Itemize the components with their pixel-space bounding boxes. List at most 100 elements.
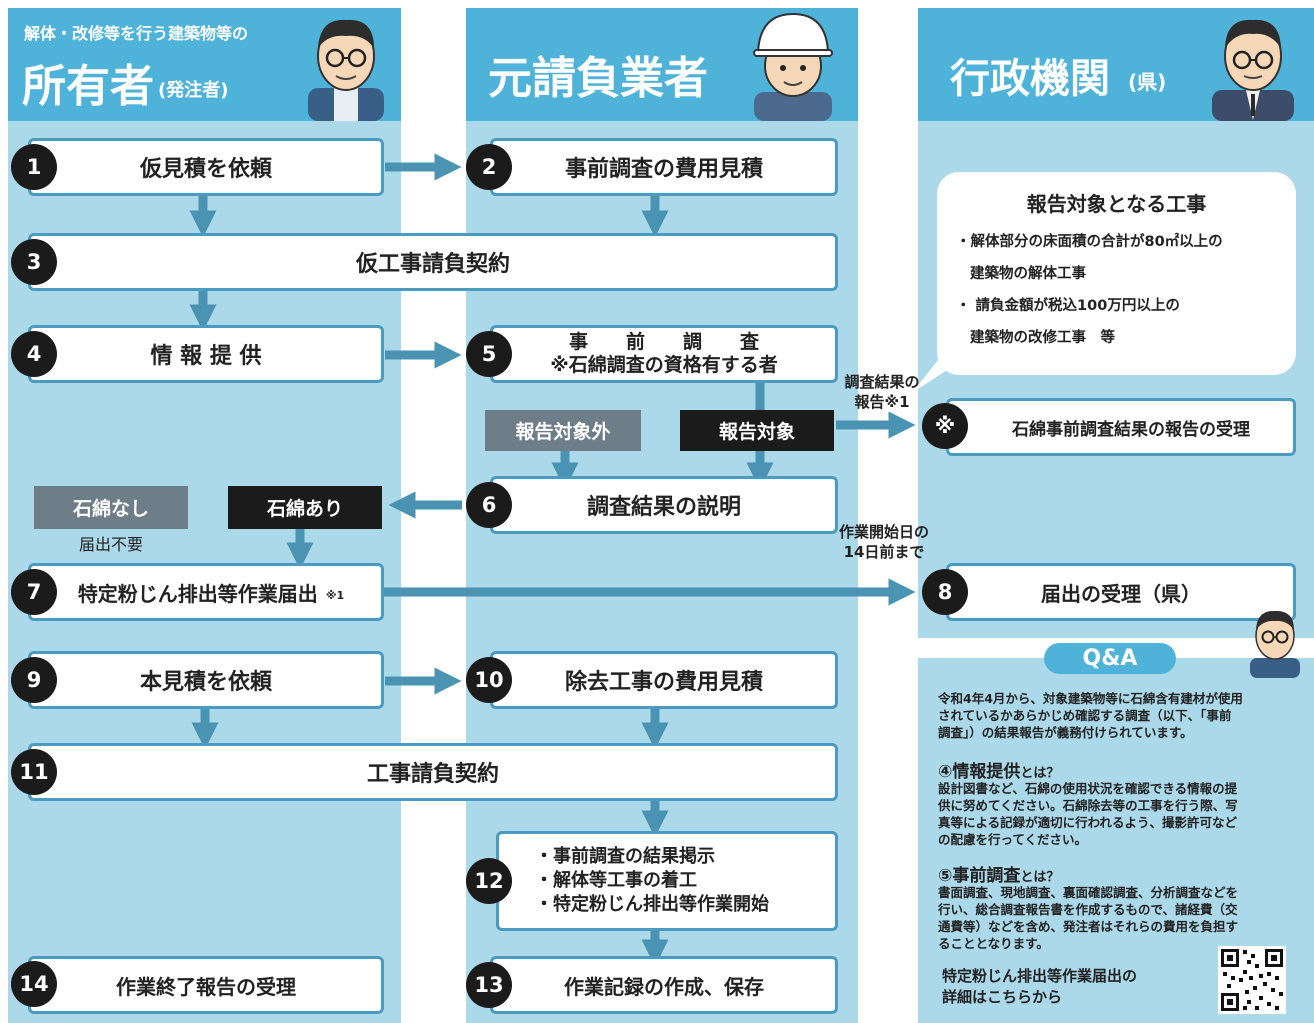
- step-5-qualification: ※石綿調査の資格有する者: [550, 354, 778, 376]
- qa-footer-line: 特定粉じん排出等作業届出の: [942, 967, 1138, 985]
- qa-intro-line: されているかあらかじめ確認する調査（以下、「事前: [938, 708, 1232, 723]
- step-8-label: 届出の受理（県）: [1041, 581, 1201, 606]
- qa-q4-line: 設計図書など、石綿の使用状況を確認できる情報の提: [938, 781, 1238, 796]
- report-receipt-label: 石綿事前調査結果の報告の受理: [1012, 419, 1250, 440]
- report-note-line: 報告※1: [854, 393, 910, 411]
- step-7-label: 特定粉じん排出等作業届出: [77, 581, 318, 606]
- qa-title: Q&A: [1082, 646, 1138, 671]
- step-12-item: ・解体等工事の着工: [535, 870, 697, 891]
- qa-avatar: [1250, 610, 1300, 678]
- step-8-number: 8: [922, 569, 968, 615]
- step-4-box: 情 報 提 供: [28, 325, 384, 383]
- step-2-number: 2: [466, 144, 512, 190]
- qr-code-icon[interactable]: [1218, 946, 1286, 1014]
- bubble-line: 建築物の改修工事 等: [970, 330, 1115, 346]
- qa-q5-line: 通費等）などを含め、発注者はそれらの費用を負担す: [938, 919, 1239, 934]
- qa-intro-line: 令和4年4月から、対象建築物等に石綿含有建材が使用: [938, 691, 1243, 706]
- qa-q5-line: 行い、総合調査報告書を作成するもので、諸経費（交: [938, 902, 1238, 917]
- step-5-title: 事 前 調 査: [568, 331, 759, 353]
- qa-q4-line: 真等による記録が適切に行われるよう、撮影許可など: [938, 815, 1238, 830]
- qa-q5-suffix: とは？: [1020, 870, 1060, 885]
- bubble-line: ・ 請負金額が税込100万円以上の: [956, 298, 1180, 314]
- step-14-box: 作業終了報告の受理: [28, 956, 384, 1014]
- bubble-line: 建築物の解体工事: [970, 266, 1086, 282]
- step-4-label: 情 報 提 供: [150, 344, 262, 369]
- deadline-note-line: 14日前まで: [843, 543, 925, 561]
- bubble-tail: [912, 355, 970, 393]
- report-target-bubble: [937, 172, 1296, 375]
- tag-not-report-target: 報告対象外: [485, 410, 641, 451]
- bubble-line: ・解体部分の床面積の合計が80㎡以上の: [956, 234, 1223, 250]
- step-9-box: 本見積を依頼: [28, 651, 384, 709]
- contractor-title: 元請負業者: [488, 53, 708, 104]
- step-6-label: 調査結果の説明: [586, 495, 741, 520]
- owner-avatar: [308, 19, 384, 121]
- step-14-label: 作業終了報告の受理: [116, 974, 296, 999]
- step-10-label: 除去工事の費用見積: [564, 670, 763, 695]
- qa-q5-line: ることとなります。: [938, 936, 1049, 951]
- qa-q4-heading: ④情報提供とは？: [938, 757, 1059, 782]
- step-10-box: 除去工事の費用見積: [490, 651, 838, 709]
- no-notice-text: 届出不要: [78, 535, 143, 554]
- step-1-number: 1: [11, 144, 57, 190]
- report-receipt-box: 石綿事前調査結果の報告の受理: [946, 398, 1296, 456]
- qa-q5-line: 書面調査、現地調査、裏面確認調査、分析調査などを: [938, 885, 1239, 900]
- step-11-label: 工事請負契約: [366, 762, 499, 787]
- step-5-number: 5: [466, 331, 512, 377]
- step-6-number: 6: [466, 482, 512, 528]
- gov-title: 行政機関: [950, 56, 1110, 102]
- step-2-box: 事前調査の費用見積: [490, 138, 838, 196]
- step-10-number: 10: [466, 657, 512, 703]
- qa-title-pill: Q&A: [1044, 643, 1176, 674]
- step-3-label: 仮工事請負契約: [355, 252, 510, 277]
- step-5-box: 事 前 調 査 ※石綿調査の資格有する者: [490, 325, 838, 383]
- deadline-note-line: 作業開始日の: [838, 523, 929, 541]
- step-9-label: 本見積を依頼: [139, 670, 272, 695]
- report-note-line: 調査結果の: [844, 373, 920, 391]
- report-receipt-mark: ※: [922, 403, 968, 449]
- owner-header: 解体・改修等を行う建築物等の 所有者 (発注者): [8, 8, 401, 121]
- owner-sub: (発注者): [158, 80, 229, 101]
- step-13-label: 作業記録の作成、保存: [564, 974, 764, 999]
- step-12-item: ・特定粉じん排出等作業開始: [535, 894, 769, 915]
- step-3-number: 3: [11, 239, 57, 285]
- qa-q5-title: ⑤事前調査: [938, 866, 1021, 886]
- contractor-header: 元請負業者: [466, 8, 858, 121]
- step-9-number: 9: [11, 657, 57, 703]
- official-avatar: [1212, 19, 1294, 121]
- step-7-note: ※1: [325, 588, 345, 602]
- bubble-title: 報告対象となる工事: [1026, 192, 1207, 216]
- step-6-box: 調査結果の説明: [490, 476, 838, 534]
- qa-footer-line: 詳細はこちらから: [942, 988, 1063, 1006]
- owner-pre-title: 解体・改修等を行う建築物等の: [24, 24, 249, 43]
- qa-q5-heading: ⑤事前調査とは？: [938, 861, 1059, 886]
- step-12-number: 12: [466, 858, 512, 904]
- qa-q4-line: 供に努めてください。石綿除去等の工事を行う際、写: [938, 798, 1238, 813]
- step-13-number: 13: [466, 962, 512, 1008]
- tag-no-asbestos: 石綿なし: [34, 486, 188, 529]
- step-3-box: 仮工事請負契約: [28, 233, 838, 291]
- step-7-box: 特定粉じん排出等作業届出 ※1: [28, 563, 384, 621]
- qa-q4-line: の配慮を行ってください。: [938, 832, 1088, 847]
- step-8-box: 届出の受理（県）: [946, 563, 1296, 621]
- step-1-box: 仮見積を依頼: [28, 138, 384, 196]
- tag-asbestos: 石綿あり: [228, 486, 382, 529]
- step-14-number: 14: [11, 961, 57, 1007]
- step-13-box: 作業記録の作成、保存: [490, 956, 838, 1014]
- owner-title: 所有者: [22, 61, 154, 112]
- qa-q4-suffix: とは？: [1020, 766, 1060, 781]
- step-12-box: ・事前調査の結果掲示 ・解体等工事の着工 ・特定粉じん排出等作業開始: [496, 831, 838, 931]
- tag-report-target: 報告対象: [680, 410, 834, 451]
- step-7-number: 7: [11, 569, 57, 615]
- qa-intro-line: 調査」）の結果報告が義務付けられています。: [938, 725, 1193, 740]
- worker-avatar: [753, 12, 833, 121]
- step-11-number: 11: [11, 749, 57, 795]
- step-12-item: ・事前調査の結果掲示: [535, 846, 715, 867]
- step-1-label: 仮見積を依頼: [139, 157, 272, 182]
- step-11-box: 工事請負契約: [28, 743, 838, 801]
- step-4-number: 4: [11, 331, 57, 377]
- qa-q4-title: ④情報提供: [938, 762, 1021, 782]
- step-2-label: 事前調査の費用見積: [564, 157, 763, 182]
- gov-sub: (県): [1128, 70, 1167, 94]
